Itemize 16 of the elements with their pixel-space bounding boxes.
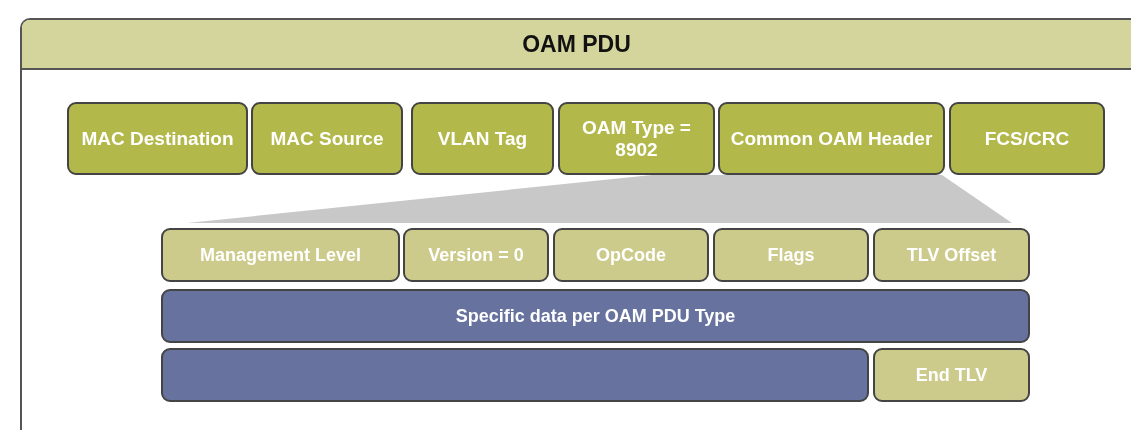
field-box: OpCode (553, 228, 709, 282)
field-box: End TLV (873, 348, 1030, 402)
field-box: MAC Source (251, 102, 403, 175)
frame-panel (20, 18, 1131, 430)
field-box: Common OAM Header (718, 102, 945, 175)
field-box: TLV Offset (873, 228, 1030, 282)
field-box: FCS/CRC (949, 102, 1105, 175)
field-box: Flags (713, 228, 869, 282)
empty-bar (161, 348, 869, 402)
field-box: MAC Destination (67, 102, 248, 175)
field-box: Version = 0 (403, 228, 549, 282)
field-box: Specific data per OAM PDU Type (161, 289, 1030, 343)
field-box: VLAN Tag (411, 102, 554, 175)
field-box: OAM Type = 8902 (558, 102, 715, 175)
field-box: Management Level (161, 228, 400, 282)
title-band: OAM PDU (22, 20, 1131, 70)
